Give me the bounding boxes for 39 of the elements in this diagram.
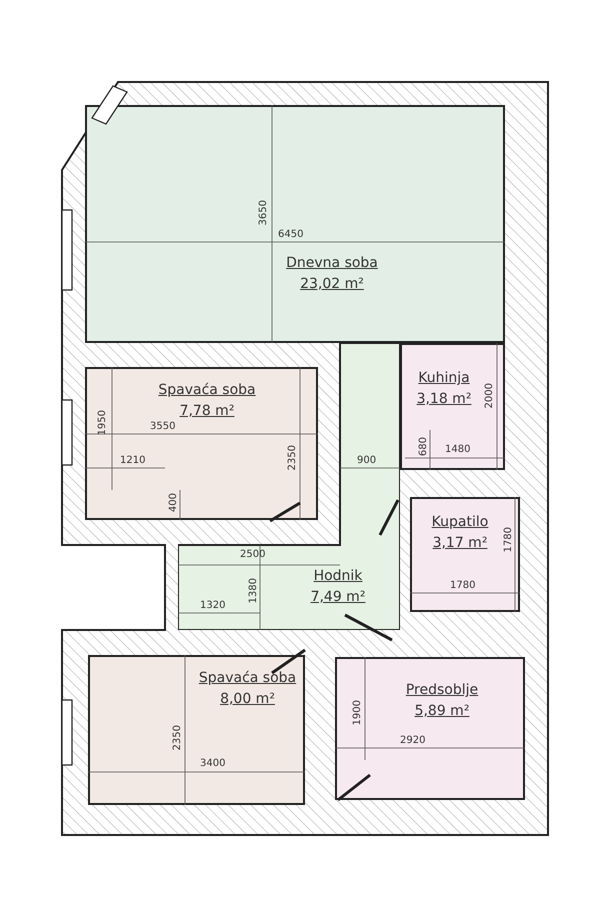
dimension-label: 400 [168,493,179,512]
dimension-label: 2000 [484,383,495,408]
room-area: 3,18 m² [416,391,472,407]
room-name: Hodnik [314,568,362,584]
dimension-label: 6450 [278,229,304,240]
room [85,367,318,520]
room-name: Kuhinja [418,370,470,386]
dimension-label: 3650 [258,200,269,226]
dimension-label: 2920 [400,735,426,746]
room-name: Spavaća soba [158,382,256,398]
dimension-label: 1950 [97,410,108,436]
room [400,343,505,470]
dimension-label: 2350 [172,725,183,750]
room-name: Spavaća soba [198,670,296,686]
room-area: 7,78 m² [180,403,234,419]
dimension-label: 1900 [352,700,363,726]
dimension-label: 1320 [200,600,226,611]
dimension-label: 3400 [200,758,226,769]
dimension-label: 1780 [450,580,476,591]
room-area: 7,49 m² [310,589,366,605]
dimension-label: 1210 [120,455,146,466]
dimension-label: 3550 [150,421,176,432]
room-name: Dnevna soba [286,255,378,271]
room [410,497,520,612]
room-name: Predsoblje [406,682,478,698]
dimension-label: 2350 [287,445,298,470]
dimension-label: 1380 [248,578,259,604]
room [335,657,525,800]
dimension-label: 680 [418,437,429,456]
room-area: 3,17 m² [432,535,488,551]
dimension-label: 1780 [503,527,514,552]
room-name: Kupatilo [432,514,488,530]
room [88,655,305,805]
room-area: 8,00 m² [220,691,275,707]
room [85,105,505,343]
room-area: 23,02 m² [300,276,364,292]
dimension-label: 1480 [445,444,470,455]
room-area: 5,89 m² [414,703,470,719]
dimension-label: 900 [357,455,376,466]
